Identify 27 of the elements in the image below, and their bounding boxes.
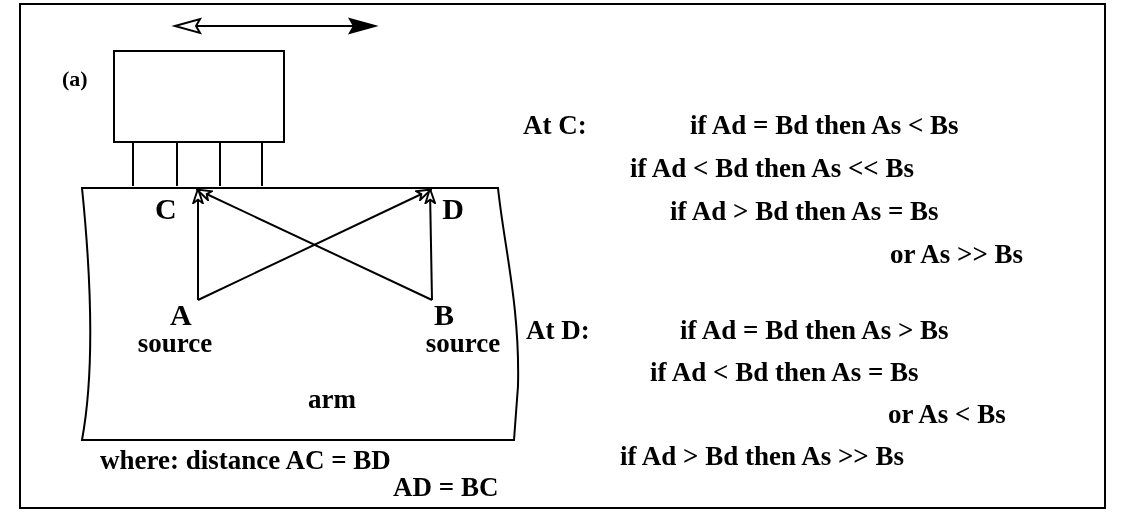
source-label: source bbox=[424, 330, 502, 357]
condition-text: if Ad > Bd then As = Bs bbox=[670, 196, 939, 226]
note-text: AD = BC bbox=[393, 473, 499, 501]
lead-wire bbox=[261, 142, 263, 187]
condition-text: or As >> Bs bbox=[890, 239, 1024, 269]
lead-wire bbox=[219, 142, 221, 187]
condition-text: if Ad = Bd then As < Bs bbox=[690, 110, 959, 140]
condition-text: or As < Bs bbox=[888, 399, 1006, 429]
lead-wire bbox=[132, 142, 134, 187]
arrow bbox=[424, 187, 436, 301]
source-letter: B bbox=[433, 300, 455, 330]
condition-text: if Ad < Bd then As << Bs bbox=[630, 153, 914, 183]
source-letter: A bbox=[169, 300, 193, 330]
panel-label: (a) bbox=[62, 65, 88, 93]
condition-heading: At C: bbox=[523, 110, 587, 140]
source-label: source bbox=[136, 330, 214, 357]
condition-text: if Ad = Bd then As > Bs bbox=[680, 315, 949, 345]
note-text: where: distance AC = BD bbox=[100, 446, 391, 474]
condition-heading: At D: bbox=[526, 315, 590, 345]
condition-text: if Ad > Bd then As >> Bs bbox=[620, 441, 904, 471]
point-label: D bbox=[441, 194, 464, 224]
point-label: C bbox=[155, 194, 178, 224]
arrow bbox=[192, 187, 204, 301]
sensor-box bbox=[113, 50, 285, 143]
lead-wire bbox=[176, 142, 178, 187]
arm-label: arm bbox=[308, 386, 356, 413]
condition-text: if Ad < Bd then As = Bs bbox=[650, 357, 919, 387]
